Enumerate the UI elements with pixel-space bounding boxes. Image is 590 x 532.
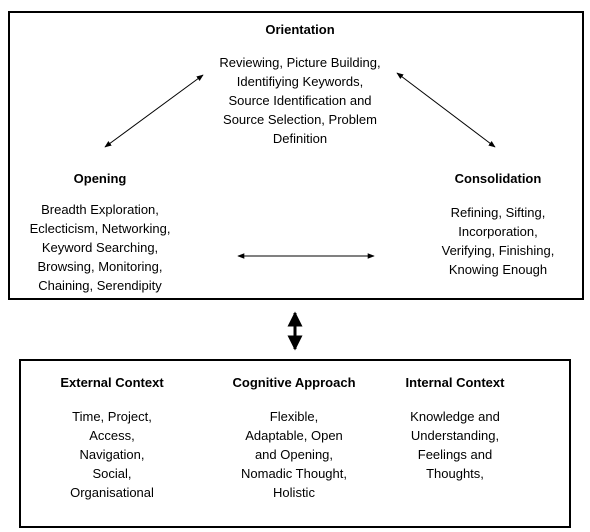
consolidation-title: Consolidation [454, 171, 542, 186]
consolidation-line: Incorporation, [458, 224, 538, 239]
orientation-line: Source Identification and [228, 93, 372, 108]
internal-context-description: Knowledge and Understanding, Feelings an… [390, 407, 520, 483]
external-context-line: Access, [89, 428, 135, 443]
external-context-description: Time, Project, Access, Navigation, Socia… [40, 407, 184, 502]
opening-line: Chaining, Serendipity [38, 278, 162, 293]
external-context-line: Organisational [70, 485, 154, 500]
internal-context-title: Internal Context [405, 375, 505, 390]
cognitive-approach-line: Holistic [273, 485, 315, 500]
internal-context-line: Knowledge and [410, 409, 500, 424]
consolidation-node: Consolidation Refining, Sifting, Incorpo… [424, 171, 572, 279]
consolidation-line: Knowing Enough [448, 262, 548, 277]
opening-line: Browsing, Monitoring, [37, 259, 163, 274]
internal-context-node: Internal Context Knowledge and Understan… [390, 375, 520, 483]
cognitive-approach-line: and Opening, [254, 447, 334, 462]
consolidation-line: Refining, Sifting, [450, 205, 546, 220]
external-context-title: External Context [60, 375, 164, 390]
external-context-line: Social, [92, 466, 132, 481]
cognitive-approach-node: Cognitive Approach Flexible, Adaptable, … [208, 375, 380, 502]
internal-context-line: Feelings and [417, 447, 493, 462]
orientation-node: Orientation Reviewing, Picture Building,… [200, 22, 400, 148]
orientation-line: Source Selection, Problem [223, 112, 377, 127]
framework-box [8, 11, 584, 300]
orientation-description: Reviewing, Picture Building, Identifiyin… [200, 53, 400, 148]
internal-context-line: Understanding, [410, 428, 500, 443]
context-box [19, 359, 571, 528]
opening-node: Opening Breadth Exploration, Eclecticism… [10, 171, 190, 295]
orientation-line: Definition [272, 131, 328, 146]
external-context-line: Navigation, [79, 447, 145, 462]
orientation-line: Reviewing, Picture Building, [219, 55, 381, 70]
internal-context-line: Thoughts, [426, 466, 484, 481]
cognitive-approach-line: Nomadic Thought, [241, 466, 347, 481]
cognitive-approach-description: Flexible, Adaptable, Open and Opening, N… [208, 407, 380, 502]
opening-title: Opening [73, 171, 127, 186]
opening-line: Keyword Searching, [41, 240, 159, 255]
consolidation-description: Refining, Sifting, Incorporation, Verify… [424, 203, 572, 279]
cognitive-approach-title: Cognitive Approach [232, 375, 356, 390]
external-context-line: Time, Project, [72, 409, 152, 424]
opening-line: Breadth Exploration, [41, 202, 159, 217]
cognitive-approach-line: Adaptable, Open [245, 428, 343, 443]
opening-description: Breadth Exploration, Eclecticism, Networ… [10, 200, 190, 295]
external-context-node: External Context Time, Project, Access, … [40, 375, 184, 502]
opening-line: Eclecticism, Networking, [29, 221, 171, 236]
orientation-line: Identifiying Keywords, [236, 74, 364, 89]
orientation-title: Orientation [265, 22, 335, 37]
consolidation-line: Verifying, Finishing, [441, 243, 555, 258]
cognitive-approach-line: Flexible, [269, 409, 319, 424]
